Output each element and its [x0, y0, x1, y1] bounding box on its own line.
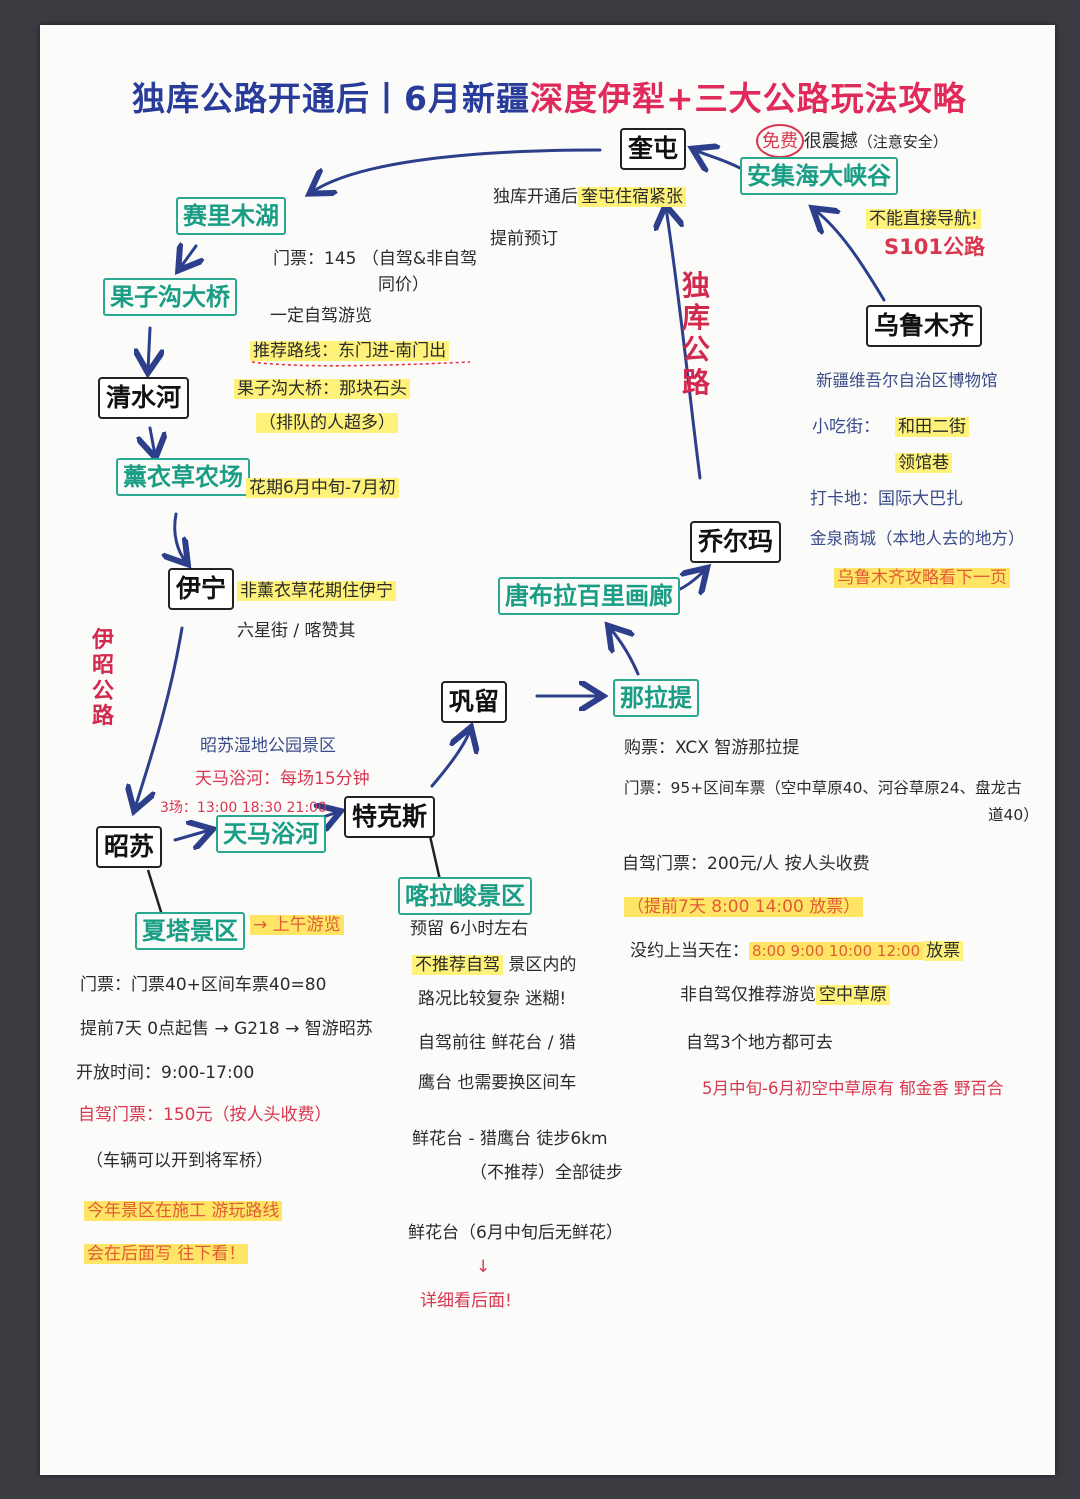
node-anjihai: 安集海大峡谷	[740, 157, 898, 195]
line-tekesi-kalajun	[428, 835, 442, 881]
node-sailimu: 赛里木湖	[176, 197, 286, 235]
note-nalati-nonself: 非自驾仅推荐游览空中草原	[680, 984, 890, 1006]
arrow-nalati-tangbula	[610, 628, 640, 676]
route-duku-label: 独库公路	[681, 269, 710, 399]
note-sailimu-route: 推荐路线：东门进-南门出	[250, 340, 450, 362]
node-qingshuihe: 清水河	[98, 377, 190, 419]
note-kalajun-walk1: 鲜花台 - 猎鹰台 徒步6km	[412, 1129, 608, 1149]
note-xiata-open: 开放时间：9:00-17:00	[76, 1063, 255, 1083]
note-urumqi-more: 乌鲁木齐攻略看下一页	[834, 567, 1010, 589]
note-yining-street: 六星街 / 喀赞其	[237, 621, 356, 641]
note-nalati-advance: （提前7天 8:00 14:00 放票）	[624, 896, 864, 918]
note-xiata-construct: 今年景区在施工 游玩路线	[84, 1200, 283, 1222]
note-kalajun-time: 预留 6小时左右	[410, 919, 529, 939]
note-kalajun-noself: 不推荐自驾 景区内的	[412, 954, 576, 976]
arrow-xunyicao-yining	[175, 512, 186, 562]
note-kalajun-walk2: （不推荐）全部徒步	[470, 1163, 623, 1183]
arrow-guozigou-qingshuihe	[148, 326, 150, 370]
note-tianma-times: 3场：13:00 18:30 21:00	[160, 800, 327, 816]
note-kalajun-detail: 详细看后面!	[420, 1291, 512, 1311]
note-xiata-self: 自驾门票：150元（按人头收费）	[78, 1105, 332, 1125]
note-urumqi-snack2: 领馆巷	[895, 452, 952, 474]
note-nalati-ticket2: 道40）	[988, 806, 1039, 824]
note-urumqi-snack1: 和田二街	[895, 416, 969, 438]
arrow-qingshuihe-xunyicao	[150, 426, 155, 455]
node-nalati: 那拉提	[613, 679, 699, 717]
note-urumqi-snack: 小吃街：	[812, 417, 880, 437]
note-kuitun-book: 提前预订	[490, 229, 558, 249]
node-tianmayu: 天马浴河	[216, 815, 326, 853]
node-xunyicao: 薰衣草农场	[116, 458, 250, 496]
note-guozigou-queue: （排队的人超多）	[256, 412, 398, 434]
note-zhaosu-wetland: 昭苏湿地公园景区	[200, 736, 336, 756]
note-xiata-morning: → 上午游览	[250, 914, 344, 936]
note-anjihai-safety: （注意安全）	[857, 133, 948, 151]
note-kalajun-down: ↓	[476, 1257, 491, 1277]
paper-sheet	[40, 25, 1055, 1475]
note-kalajun-self1: 自驾前往 鲜花台 / 猎	[418, 1033, 576, 1053]
note-anjihai-shock: 很震撼	[803, 131, 858, 152]
title-part2: 深度伊犁	[529, 79, 666, 118]
node-kuitun: 奎屯	[620, 128, 687, 170]
route-yizhao-label: 伊昭公路	[91, 628, 114, 729]
note-sailimu-ticket: 门票：145 （自驾&非自驾	[273, 249, 478, 269]
node-kalajun: 喀拉峻景区	[398, 877, 532, 915]
note-urumqi-checkin: 打卡地：国际大巴扎	[810, 489, 963, 509]
note-anjihai-free: 免费	[762, 131, 798, 152]
note-xunyicao-flower: 花期6月中旬-7月初	[246, 477, 399, 499]
note-nalati-buy: 购票：XCX 智游那拉提	[624, 738, 800, 758]
note-nalati-self3: 自驾3个地方都可去	[686, 1033, 833, 1053]
page-title: 独库公路开通后丨6月新疆深度伊犁+三大公路玩法攻略	[132, 72, 967, 120]
node-tekesi: 特克斯	[344, 796, 436, 838]
note-xiata-book: 提前7天 0点起售 → G218 → 智游昭苏	[80, 1019, 373, 1039]
note-xiata-later: 会在后面写 往下看！	[84, 1243, 249, 1265]
note-kalajun-self2: 鹰台 也需要换区间车	[418, 1073, 577, 1093]
note-sailimu-self: 一定自驾游览	[270, 306, 372, 326]
node-gongliu: 巩留	[441, 681, 508, 723]
node-zhaosu: 昭苏	[96, 826, 163, 868]
arrow-urumqi-anjihai	[815, 210, 886, 302]
note-nalati-ticket: 门票：95+区间车票（空中草原40、河谷草原24、盘龙古	[624, 779, 1022, 797]
node-qiaoerma: 乔尔玛	[690, 521, 782, 563]
arrow-qiaoerma-kuitun	[666, 208, 702, 480]
node-guozigou: 果子沟大桥	[103, 278, 237, 316]
arrow-sailimu-guozigou	[180, 246, 196, 268]
note-nalati-self: 自驾门票：200元/人 按人头收费	[622, 854, 870, 874]
note-urumqi-museum: 新疆维吾尔自治区博物馆	[816, 371, 998, 390]
note-anjihai-line: 免费 很震撼（注意安全）	[762, 131, 948, 153]
title-part3: +三大公路玩法攻略	[665, 79, 967, 118]
note-xiata-ticket: 门票：门票40+区间车票40=80	[80, 975, 327, 995]
title-part1: 独库公路开通后丨6月新疆	[132, 79, 530, 118]
note-s101-nav: 不能直接导航!	[866, 208, 981, 230]
note-nalati-flowers: 5月中旬-6月初空中草原有 郁金香 野百合	[702, 1079, 1004, 1098]
arrow-yining-zhaosu	[135, 626, 184, 808]
note-s101: S101公路	[884, 235, 985, 259]
red-underline-sailimu-route	[251, 361, 471, 367]
node-urumqi: 乌鲁木齐	[866, 305, 983, 347]
note-xiata-bridge: （车辆可以开到将军桥）	[86, 1151, 273, 1171]
note-guozigou-stone: 果子沟大桥：那块石头	[234, 378, 410, 400]
note-kalajun-flower: 鲜花台（6月中旬后无鲜花）	[408, 1223, 623, 1243]
arrow-zhaosu-tianma	[173, 830, 210, 840]
node-xiata: 夏塔景区	[135, 912, 245, 950]
arrow-kuitun-sailimu	[312, 148, 602, 192]
arrow-anjihai-kuitun	[695, 150, 742, 168]
note-kalajun-road: 路况比较复杂 迷糊!	[418, 989, 567, 1009]
node-tangbula: 唐布拉百里画廊	[498, 577, 680, 615]
line-zhaosu-xiata	[146, 869, 164, 916]
note-kuitun-hotel: 独库开通后奎屯住宿紧张	[493, 186, 686, 208]
arrow-tekesi-gongliu	[430, 730, 470, 788]
note-urumqi-local: 金泉商城（本地人去的地方）	[810, 529, 1025, 548]
note-yining-stay: 非薰衣草花期住伊宁	[237, 580, 396, 602]
node-yining: 伊宁	[168, 568, 235, 610]
note-sailimu-ticket2: 同价）	[378, 275, 429, 295]
note-tianma-each: 天马浴河：每场15分钟	[195, 769, 370, 789]
